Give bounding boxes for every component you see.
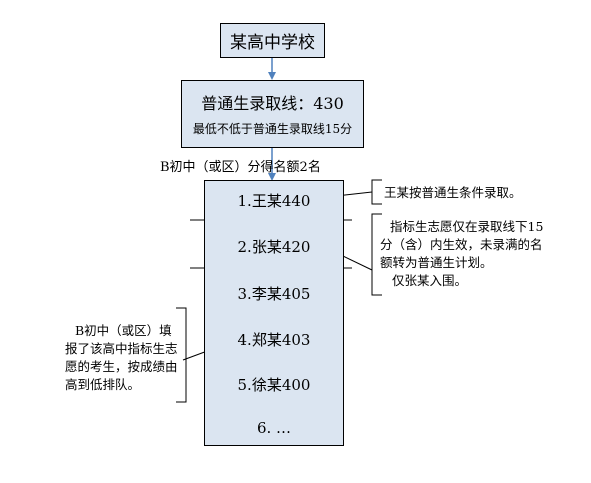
note-queue-rule-line-3: 愿的考生，按成绩由 bbox=[65, 359, 178, 374]
rank-item-5: 5.徐某400 bbox=[237, 376, 311, 394]
callout-2-bracket bbox=[371, 213, 382, 296]
note-quota-rule-line-1: 指标生志愿仅在录取线下15 bbox=[390, 219, 544, 234]
note-quota-rule-line-2: 分（含）内生效，未录满的名 bbox=[380, 237, 543, 252]
note-queue-rule: B初中（或区）填 报了该高中指标生志 愿的考生，按成绩由 高到低排队。 bbox=[65, 322, 185, 394]
rank-item-2: 2.张某420 bbox=[237, 238, 311, 256]
school-box: 某高中学校 bbox=[220, 23, 325, 58]
callout-1-bracket bbox=[371, 179, 382, 205]
quota-label: B初中（或区）分得名额2名 bbox=[160, 160, 321, 175]
admission-line-text: 普通生录取线：430 bbox=[201, 94, 344, 113]
note-queue-rule-line-2: 报了该高中指标生志 bbox=[65, 341, 178, 356]
callout-3-bracket bbox=[176, 307, 187, 403]
note-wang-admitted: 王某按普通生条件录取。 bbox=[384, 185, 522, 200]
rank-item-4: 4.郑某403 bbox=[237, 331, 311, 349]
ranking-box: 1.王某440 2.张某420 3.李某405 4.郑某403 5.徐某400 … bbox=[204, 180, 344, 446]
rank-item-6: 6. … bbox=[256, 419, 292, 437]
note-quota-rule-line-3: 额转为普通生计划。 bbox=[380, 255, 493, 270]
arrow-head-1 bbox=[268, 72, 276, 80]
admission-line-box: 普通生录取线：430 最低不低于普通生录取线15分 bbox=[181, 80, 364, 148]
note-queue-rule-line-1: B初中（或区）填 bbox=[75, 323, 172, 338]
admission-min-text: 最低不低于普通生录取线15分 bbox=[192, 122, 353, 136]
rank-item-1: 1.王某440 bbox=[237, 192, 311, 210]
note-queue-rule-line-4: 高到低排队。 bbox=[65, 377, 141, 392]
arrow-head-2 bbox=[268, 173, 276, 181]
note-quota-rule-line-4: 仅张某入围。 bbox=[392, 273, 468, 288]
rank-item-3: 3.李某405 bbox=[237, 285, 311, 303]
note-quota-rule: 指标生志愿仅在录取线下15 分（含）内生效，未录满的名 额转为普通生计划。 仅张… bbox=[380, 218, 580, 290]
school-name: 某高中学校 bbox=[230, 33, 315, 53]
